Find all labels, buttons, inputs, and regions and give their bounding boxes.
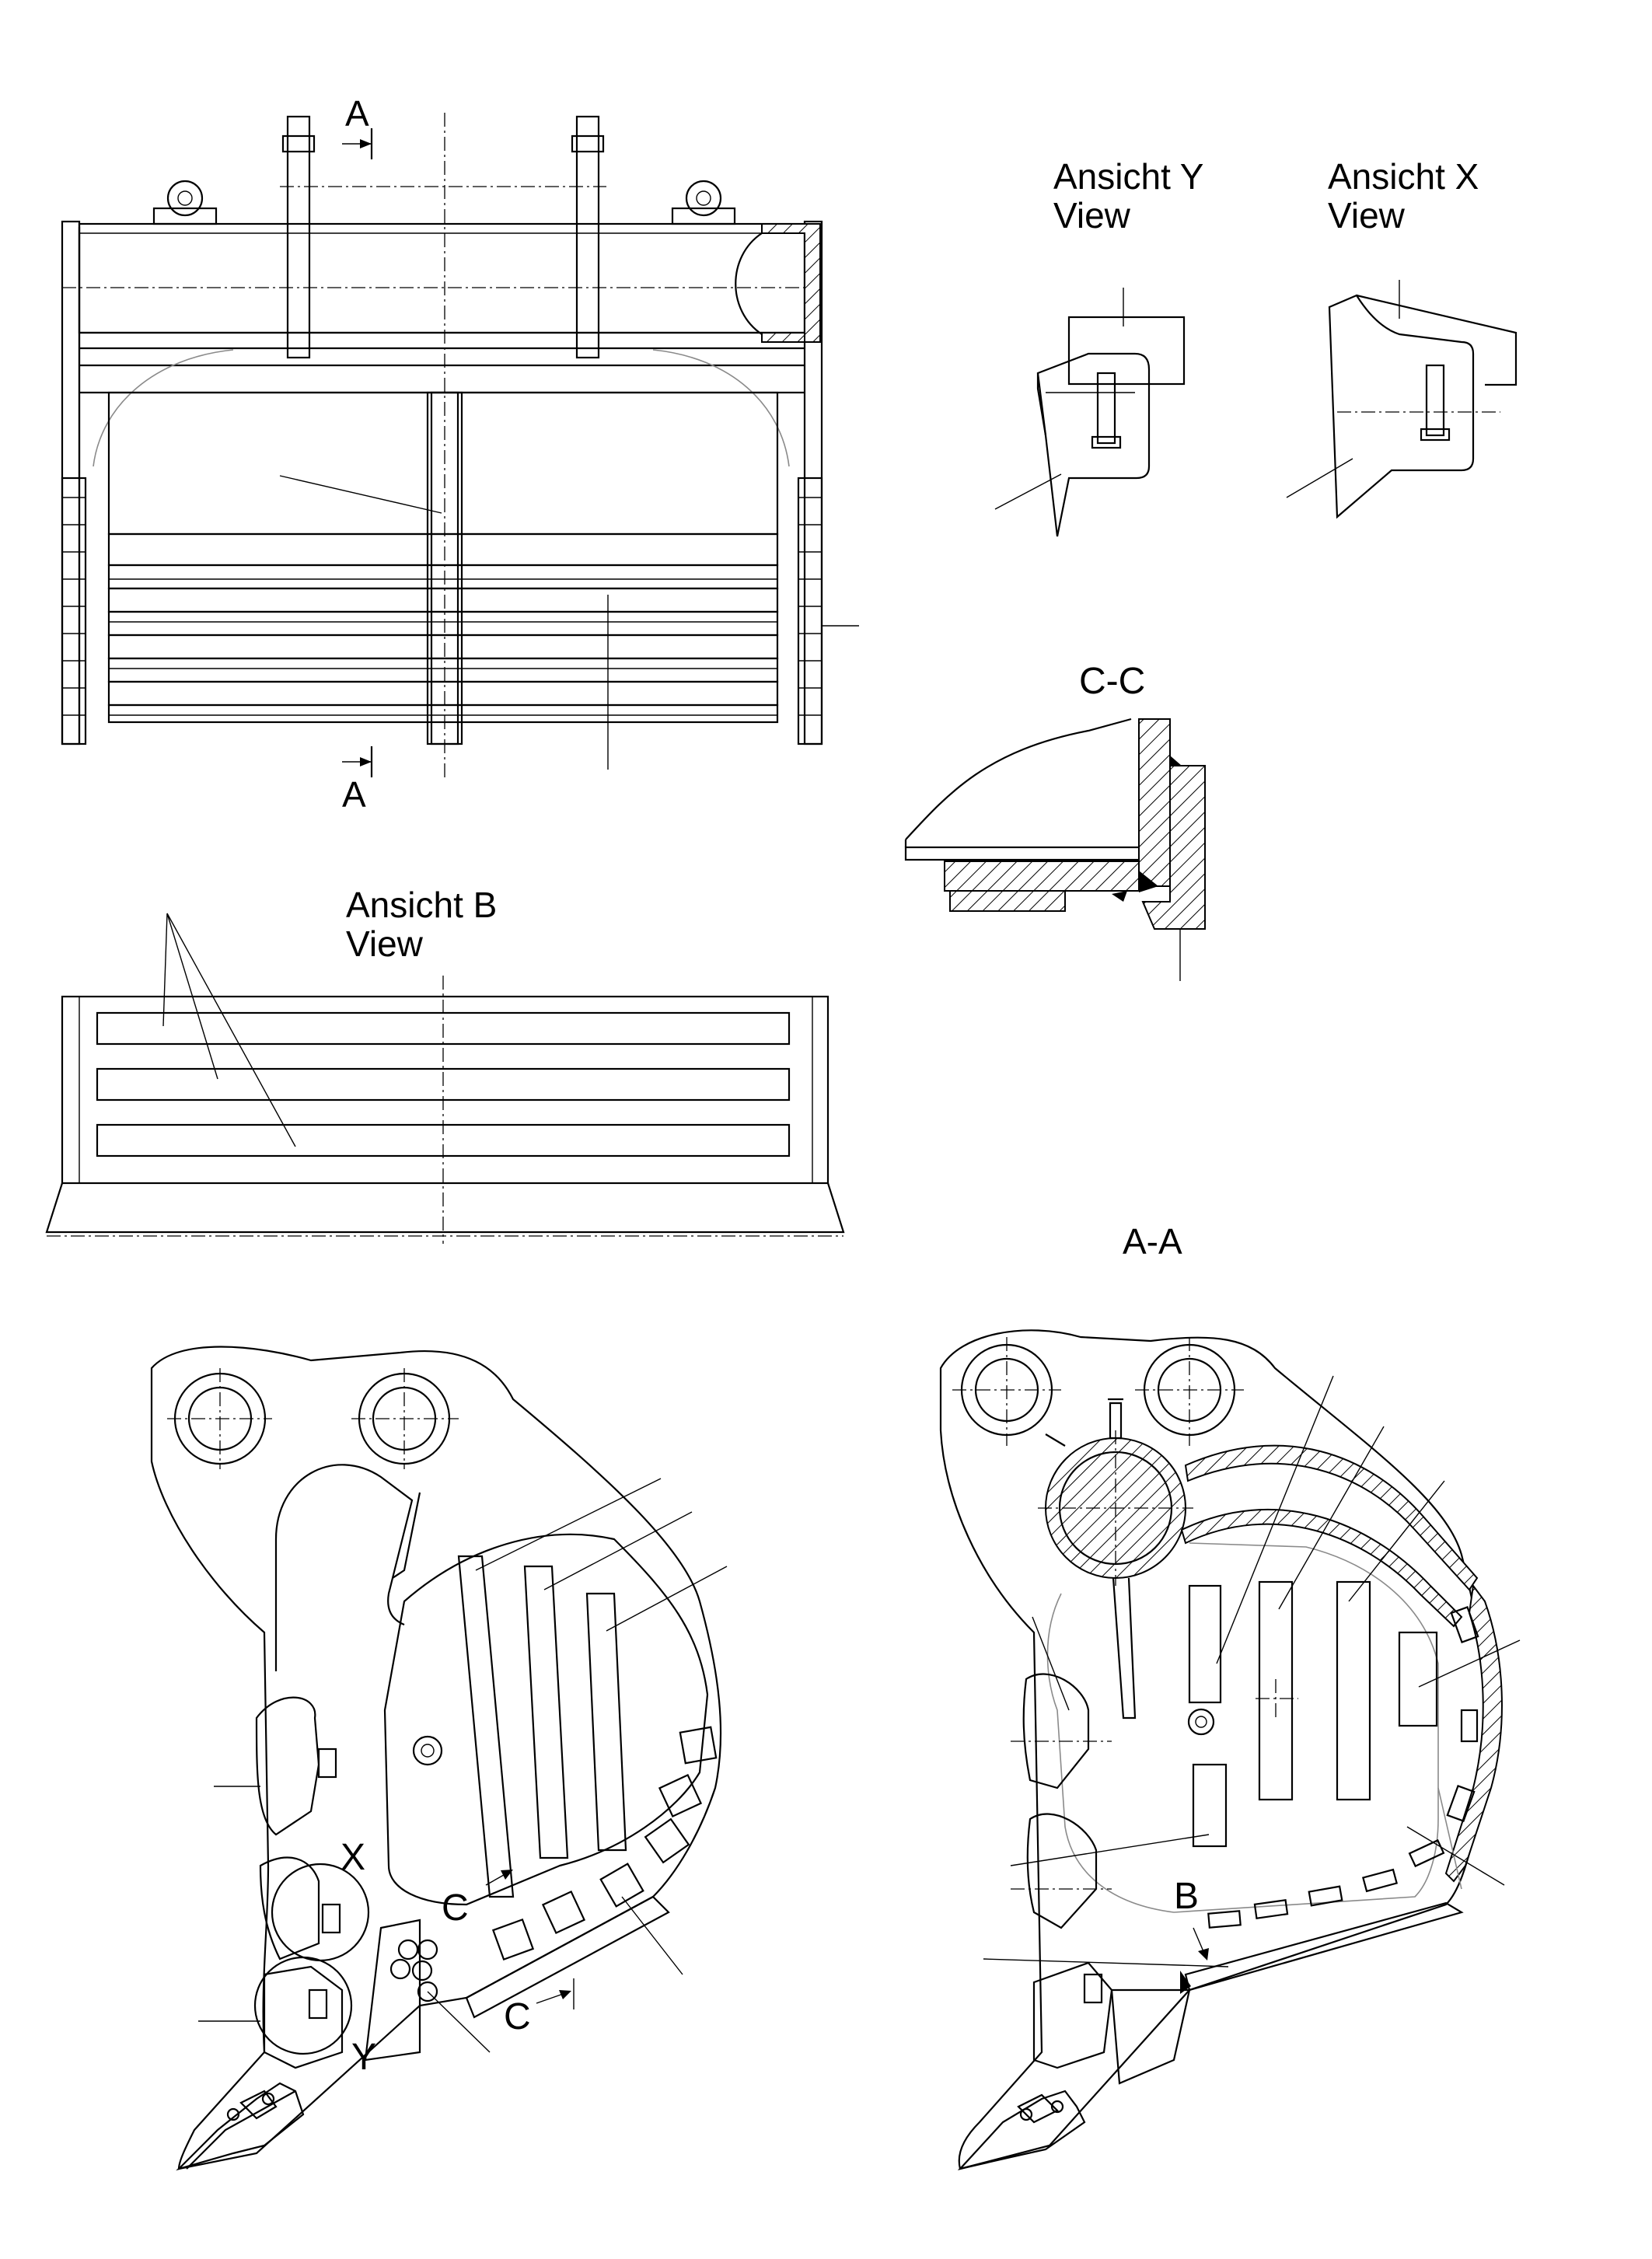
view-b-title: Ansicht B <box>346 885 497 925</box>
view-y-detail <box>994 288 1186 537</box>
detail-label-x: X <box>341 1837 365 1878</box>
section-marker-a-bottom: A <box>342 774 366 815</box>
section-aa-view <box>939 1329 1521 2170</box>
view-b-subtitle: View <box>346 924 424 964</box>
front-view <box>61 113 859 777</box>
section-aa-title: A-A <box>1123 1221 1182 1262</box>
side-view <box>150 1346 728 2171</box>
section-cc-title: C-C <box>1079 661 1145 702</box>
view-y-title: Ansicht Y <box>1053 156 1203 197</box>
view-x-subtitle: View <box>1328 195 1406 236</box>
section-cc-detail <box>904 718 1206 981</box>
section-marker-c-right: C <box>504 1996 531 2037</box>
view-x-detail <box>1286 280 1518 519</box>
view-y-subtitle: View <box>1053 195 1131 236</box>
view-marker-b: B <box>1174 1876 1199 1917</box>
section-marker-c-left: C <box>442 1887 469 1929</box>
view-x-title: Ansicht X <box>1328 156 1479 197</box>
view-b-detail <box>45 913 845 1244</box>
section-marker-a-top: A <box>345 93 369 134</box>
detail-label-y: Y <box>351 2037 376 2078</box>
